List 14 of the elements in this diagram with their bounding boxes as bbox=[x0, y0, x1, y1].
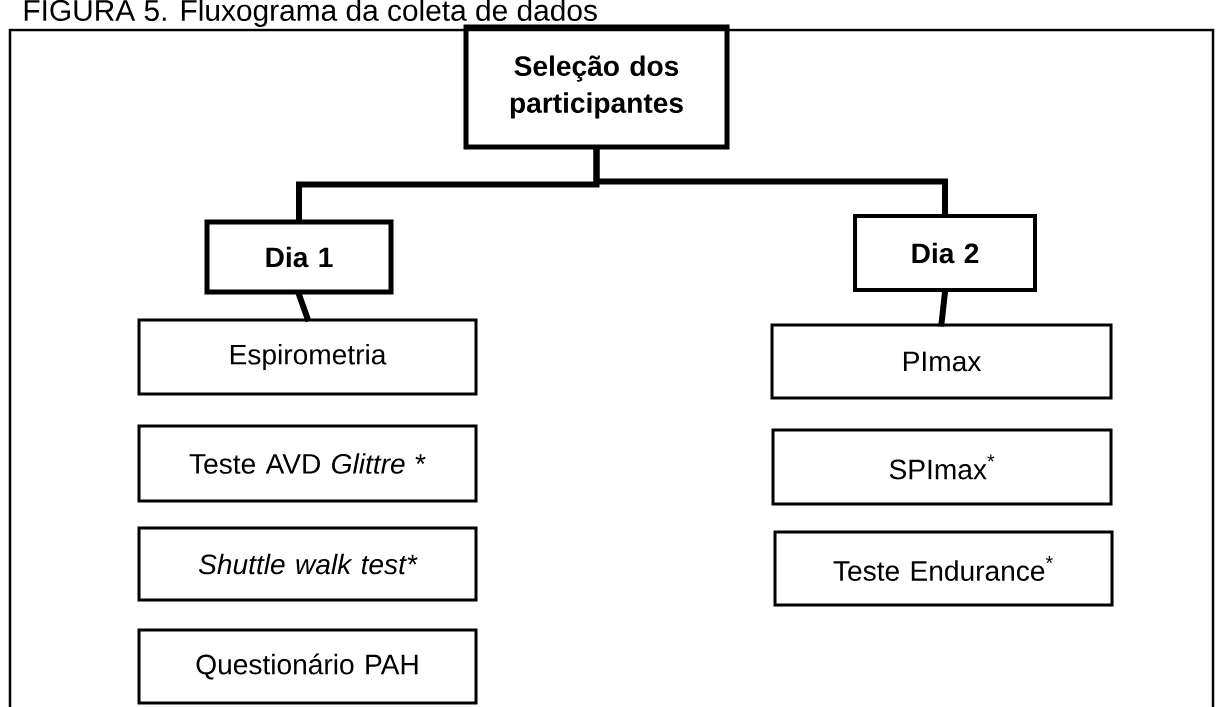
process-box: Dia 2 bbox=[853, 214, 1037, 292]
connector-line bbox=[593, 146, 948, 217]
process-box: SPImax$^{*}$ bbox=[771, 428, 1113, 506]
process-box: Teste AVD Glittre* bbox=[137, 424, 478, 503]
process-box: Espirometria bbox=[137, 318, 478, 396]
process-box: Teste Endurance$^{*}$ bbox=[773, 530, 1114, 607]
process-box: Shuttle walk test* bbox=[137, 526, 478, 602]
connector-line bbox=[938, 289, 948, 327]
process-box: Dia 1 bbox=[204, 219, 394, 295]
connector-line bbox=[296, 291, 311, 322]
figure-title: FIGURA 5. Fluxograma da coleta de dados bbox=[24, 0, 597, 27]
process-box: PImax bbox=[770, 323, 1113, 400]
process-box: Seleção dos participantes bbox=[463, 24, 730, 150]
process-box: Questionário PAH bbox=[137, 628, 478, 705]
